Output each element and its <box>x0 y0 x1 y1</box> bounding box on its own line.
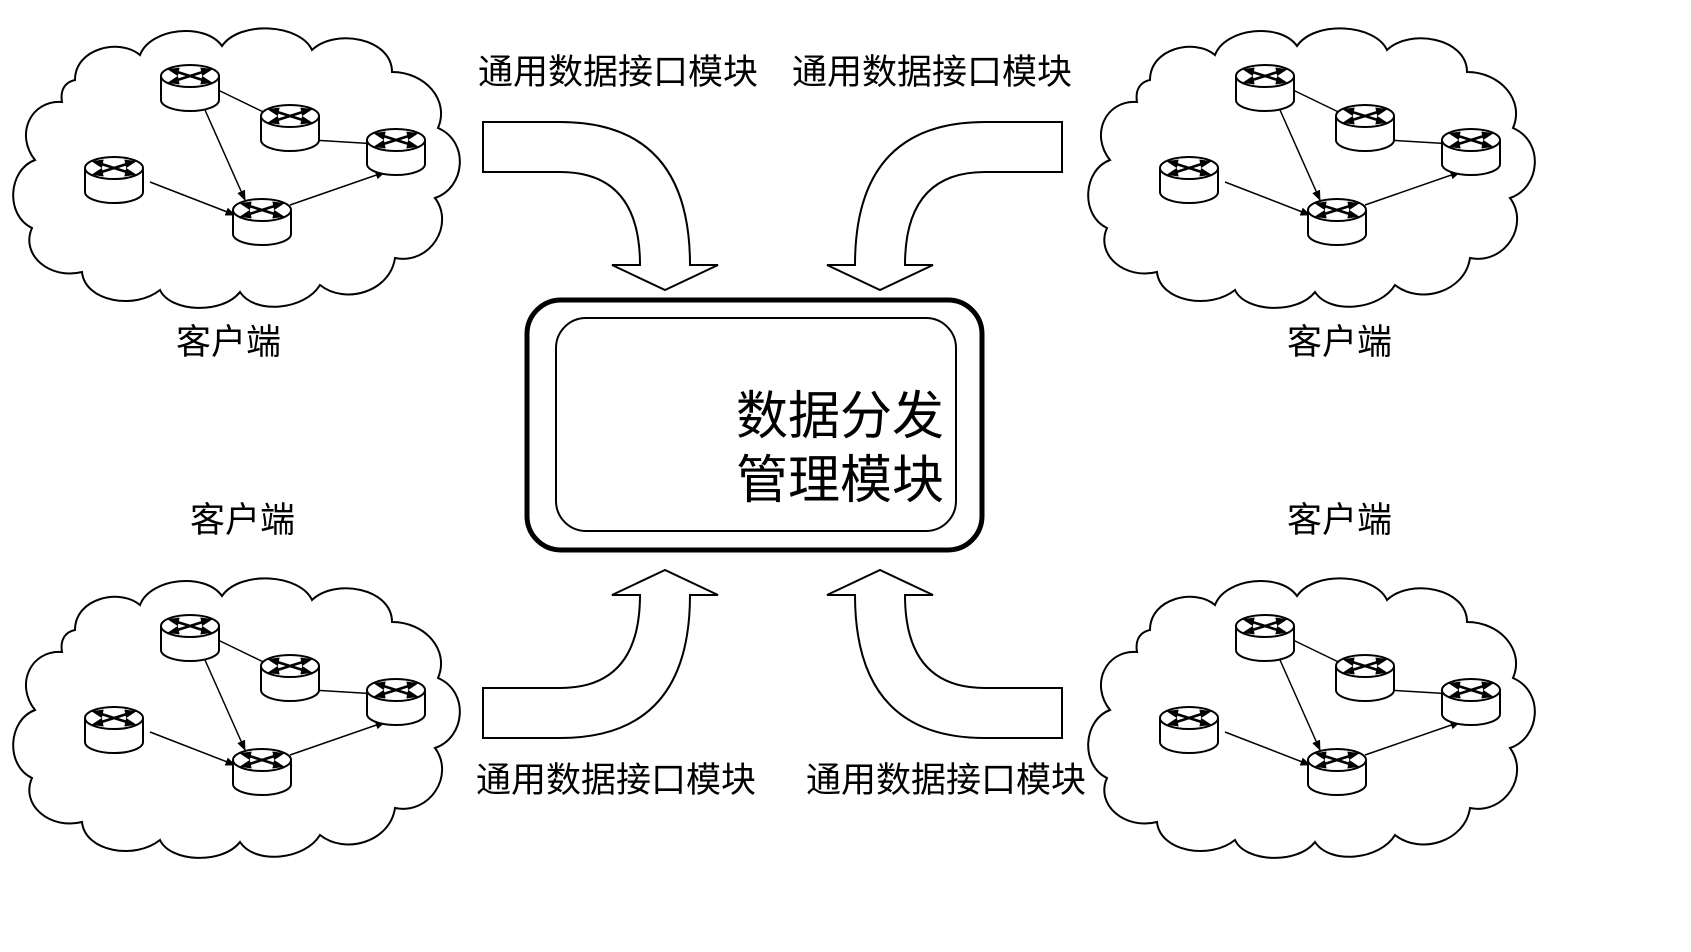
arrow-top-left <box>482 121 719 292</box>
client-label-top-left: 客户端 <box>176 323 282 363</box>
interface-label-bottom-left: 通用数据接口模块 <box>476 761 757 801</box>
arrow-bottom-left <box>482 568 719 739</box>
client-label-bottom-left: 客户端 <box>190 501 296 541</box>
center-module-line1: 数据分发 <box>735 387 944 447</box>
client-label-top-right: 客户端 <box>1287 323 1393 363</box>
interface-label-top-right: 通用数据接口模块 <box>792 53 1073 93</box>
center-module-inner <box>555 317 957 532</box>
center-module-line2: 管理模块 <box>735 451 944 511</box>
center-module-label: 数据分发 管理模块 <box>610 385 1070 513</box>
arrow-top-right <box>826 121 1063 292</box>
client-network-top-right <box>1088 28 1535 308</box>
interface-label-top-left: 通用数据接口模块 <box>478 53 759 93</box>
arrow-bottom-right <box>826 568 1063 739</box>
client-network-bottom-right <box>1088 578 1535 858</box>
client-network-bottom-left <box>13 578 460 858</box>
interface-label-bottom-right: 通用数据接口模块 <box>806 761 1087 801</box>
client-network-top-left <box>13 28 460 308</box>
client-label-bottom-right: 客户端 <box>1287 501 1393 541</box>
